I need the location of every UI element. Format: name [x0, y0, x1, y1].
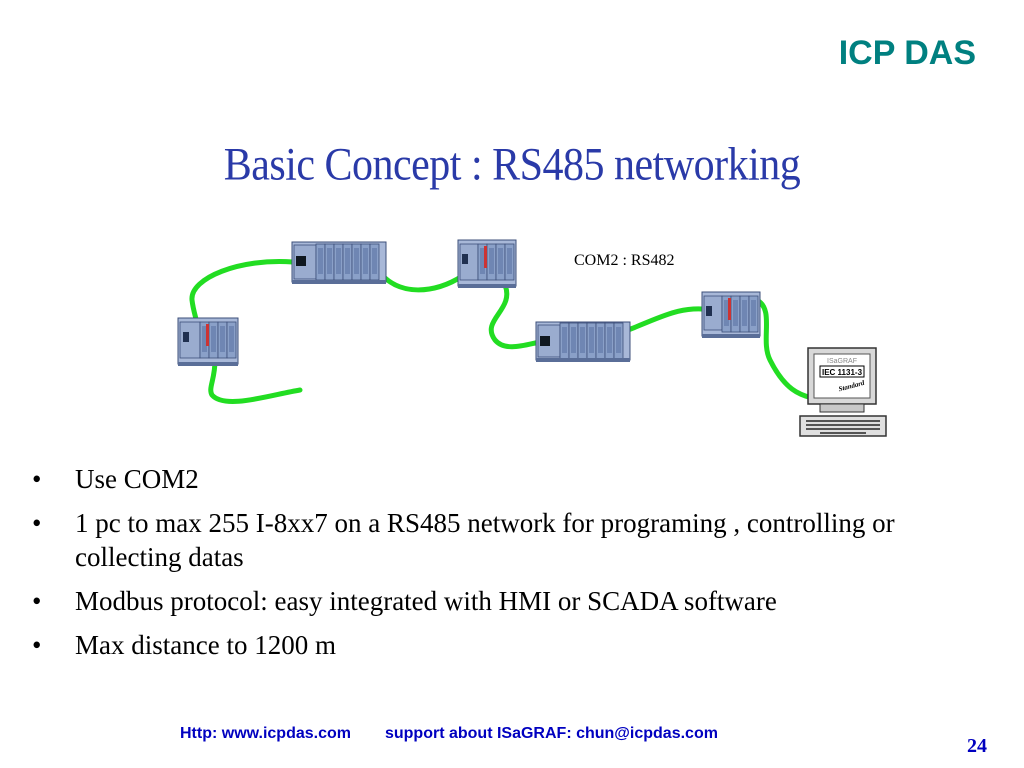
slide-title: Basic Concept : RS485 networking: [223, 139, 801, 191]
screen-line-2: IEC 1131-3: [822, 368, 863, 377]
cable-segment-2: [382, 267, 473, 293]
footer-support-text: support about ISaGRAF: chun@icpdas.com: [384, 725, 718, 742]
bullet-marker: •: [32, 586, 42, 616]
i8xx7-controller-1: [177, 317, 239, 366]
bullet-marker: •: [32, 508, 42, 538]
page-number: 24: [967, 735, 987, 757]
bullet-item: • Max distance to 1200 m: [30, 628, 990, 662]
bullet-item: • Modbus protocol: easy integrated with H…: [30, 584, 990, 618]
com-port-label: COM2 : RS482: [574, 252, 674, 269]
bullet-text: Max distance to 1200 m: [75, 630, 336, 660]
bullet-marker: •: [32, 630, 42, 660]
bullet-marker: •: [32, 464, 42, 494]
brand-logo-text: ICP DAS: [838, 34, 976, 72]
pc-computer-icon: ISaGRAF IEC 1131-3 Standard: [799, 347, 887, 437]
cable-segment-4: [625, 306, 715, 333]
bullet-list: • Use COM2 • 1 pc to max 255 I-8xx7 on a R…: [30, 462, 990, 672]
bullet-text: 1 pc to max 255 I-8xx7 on a RS485 networ…: [75, 508, 895, 572]
cable-segment-3: [488, 282, 543, 350]
i8xx7-controller-5: [701, 291, 761, 338]
i8xx7-controller-3: [457, 239, 517, 288]
bullet-item: • 1 pc to max 255 I-8xx7 on a RS485 netwo…: [30, 506, 990, 574]
bullet-text: Use COM2: [75, 464, 199, 494]
i8xx7-controller-2: [291, 241, 387, 284]
bullet-text: Modbus protocol: easy integrated with HM…: [75, 586, 777, 616]
footer-website-link[interactable]: Http: www.icpdas.com: [180, 725, 351, 742]
screen-line-1: ISaGRAF: [827, 358, 857, 365]
keyboard-keys: [806, 420, 880, 434]
footer: Http: www.icpdas.com support about ISaGRA…: [180, 725, 752, 743]
bullet-item: • Use COM2: [30, 462, 990, 496]
i8xx7-controller-4: [535, 321, 631, 362]
cable-segment-6: [208, 357, 303, 404]
cable-segment-5: [754, 297, 815, 401]
